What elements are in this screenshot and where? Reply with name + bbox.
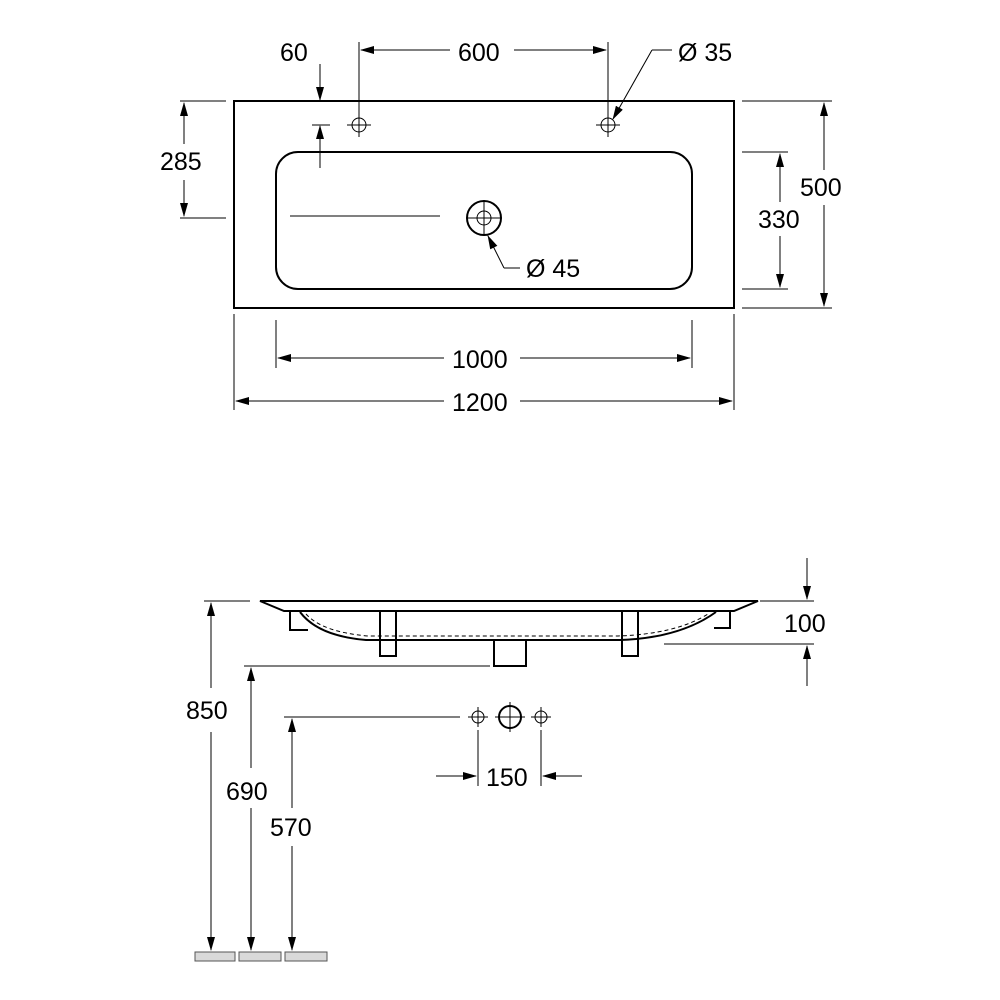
dim-tap-hole: Ø 35 xyxy=(612,39,732,120)
bowl-width-label: 1000 xyxy=(452,346,508,374)
tap-depth-label: 285 xyxy=(160,148,202,176)
floor-block-1 xyxy=(194,951,236,962)
dim-tap-spacing: 600 xyxy=(358,39,609,118)
bowl-depth-label: 330 xyxy=(758,206,800,234)
tap-spacing-label: 600 xyxy=(458,39,500,67)
supply-spacing-label: 150 xyxy=(486,764,528,792)
dim-total-width: 1200 xyxy=(233,314,735,417)
dim-bowl-depth: 330 xyxy=(742,151,800,290)
floor-block-3 xyxy=(284,951,328,962)
waste-outlet xyxy=(466,200,502,236)
thickness-label: 100 xyxy=(784,610,826,638)
tap-offset-label: 60 xyxy=(280,39,308,67)
basin-rim xyxy=(259,600,759,612)
bowl-outline xyxy=(275,151,693,290)
dim-bowl-width: 1000 xyxy=(275,320,693,374)
dim-supply-height: 570 xyxy=(270,716,460,951)
dim-tap-depth: 285 xyxy=(160,100,226,219)
dim-waste: Ø 45 xyxy=(487,235,580,283)
bracket-left xyxy=(289,612,308,631)
waste-label: Ø 45 xyxy=(526,255,580,283)
bowl-inner-dashed xyxy=(305,613,709,637)
dim-thickness: 100 xyxy=(664,558,826,686)
supply-height-label: 570 xyxy=(270,814,312,842)
tap-hole-label: Ø 35 xyxy=(678,39,732,67)
support-right xyxy=(621,612,639,657)
bracket-right xyxy=(714,612,731,629)
dim-underside-height: 690 xyxy=(226,665,490,951)
supply-hole-right xyxy=(531,707,551,727)
total-depth-label: 500 xyxy=(800,174,842,202)
underside-height-label: 690 xyxy=(226,778,268,806)
dim-tap-offset: 60 xyxy=(280,39,330,168)
support-left xyxy=(379,612,397,657)
dim-supply-spacing: 150 xyxy=(436,730,582,792)
supply-hole-center xyxy=(495,702,525,732)
bowl-underside xyxy=(299,611,717,641)
waste-stub xyxy=(493,640,527,667)
basin-outline xyxy=(233,100,735,309)
floor-block-2 xyxy=(238,951,282,962)
side-view: 100 150 xyxy=(186,558,826,962)
rim-height-label: 850 xyxy=(186,697,228,725)
dim-total-depth: 500 xyxy=(742,100,842,309)
dim-rim-height: 850 xyxy=(186,600,250,951)
supply-hole-left xyxy=(468,707,488,727)
top-view: 60 600 Ø 35 285 xyxy=(160,39,842,417)
total-width-label: 1200 xyxy=(452,389,508,417)
